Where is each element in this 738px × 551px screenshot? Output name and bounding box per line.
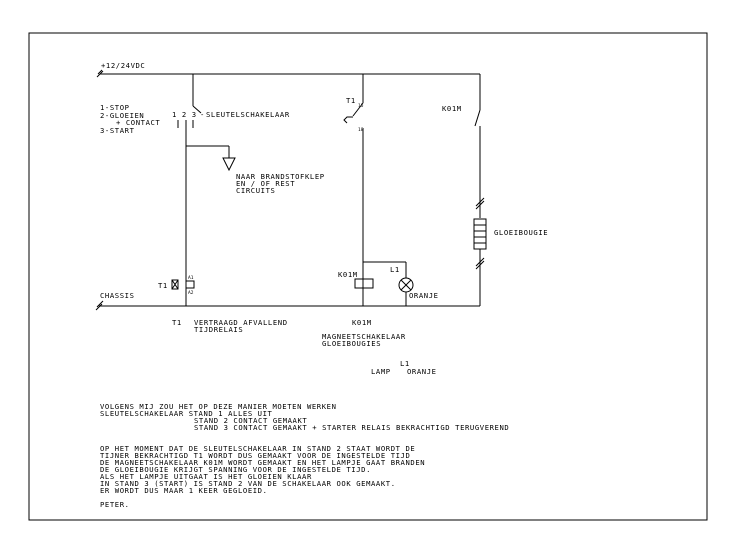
stand-intro: VOLGENS MIJ ZOU HET OP DEZE MANIER MOETE…	[100, 402, 337, 411]
explanation-line-6: IN STAND 3 (START) IS STAND 2 VAN DE SCH…	[100, 479, 396, 488]
legend-t1-desc-2: TIJDRELAIS	[194, 325, 243, 334]
t1-contact-tag: T1	[346, 96, 356, 105]
glow-plug-label: GLOEIBOUGIE	[494, 228, 548, 237]
mode-3: 3-START	[100, 126, 135, 135]
t1-timer-coil	[171, 279, 195, 290]
fuel-valve-label-2: EN / OF REST	[236, 179, 295, 188]
k01m-contact	[474, 74, 481, 218]
explanation-line-2: TIJNER BEKRACHTIGD T1 WORDT DUS GEMAAKT …	[100, 451, 410, 460]
explanation-line-3: DE MAGNEETSCHAKELAAR K01M WORDT GEMAAKT …	[100, 458, 425, 467]
key-switch	[177, 74, 202, 306]
stand-3: STAND 3 CONTACT GEMAAKT + STARTER RELAIS…	[194, 423, 509, 432]
legend-lamp-word: LAMP	[371, 367, 391, 376]
lamp-tag: L1	[390, 265, 400, 274]
supply-rail	[96, 69, 480, 78]
signature: PETER.	[100, 500, 130, 509]
k01m-contact-tag: K01M	[442, 104, 462, 113]
k01m-coil	[354, 261, 407, 306]
explanation-line-7: ER WORDT DUS MAAR 1 KEER GEGLOEID.	[100, 486, 268, 495]
legend-lamp-tag: L1	[400, 359, 410, 368]
supply-label: +12/24VDC	[101, 61, 145, 70]
fuel-valve-label-3: CIRCUITS	[236, 186, 275, 195]
legend-lamp-color: ORANJE	[407, 367, 437, 376]
switch-arrow: -	[200, 110, 205, 119]
mode-2-contact: + CONTACT	[116, 118, 160, 127]
stand-2: STAND 2 CONTACT GEMAAKT	[194, 416, 307, 425]
lamp-color: ORANJE	[409, 291, 439, 300]
chassis-rail	[95, 300, 480, 311]
lamp-l1	[398, 277, 414, 293]
legend-k01m-desc-1: MAGNEETSCHAKELAAR	[322, 332, 406, 341]
switch-label: SLEUTELSCHAKELAAR	[206, 110, 290, 119]
mode-2: 2-GLOEIEN	[100, 111, 144, 120]
t1-contact	[343, 74, 364, 306]
explanation-line-4: DE GLOEIBOUGIE KRIJGT SPANNING VOOR DE I…	[100, 465, 371, 474]
fuel-valve-label-1: NAAR BRANDSTOFKLEP	[236, 172, 325, 181]
drawing-frame	[28, 32, 708, 521]
t1-coil-a1: A1	[188, 275, 194, 281]
legend-t1-desc-1: VERTRAAGD AFVALLEND	[194, 318, 288, 327]
explanation-line-1: OP HET MOMENT DAT DE SLEUTELSCHAKELAAR I…	[100, 444, 415, 453]
switch-positions: 1 2 3	[172, 110, 197, 119]
t1-pin-15: 15	[358, 103, 364, 109]
stand-1: SLEUTELSCHAKELAAR STAND 1 ALLES UIT	[100, 409, 273, 418]
legend-k01m-desc-2: GLOEIBOUGIES	[322, 339, 381, 348]
legend-k01m-tag: K01M	[352, 318, 372, 327]
k01m-coil-tag: K01M	[338, 270, 358, 279]
t1-coil-a2: A2	[188, 290, 194, 296]
fuel-valve-branch	[186, 145, 236, 172]
t1-pin-18: 18	[358, 127, 364, 133]
t1-coil-tag: T1	[158, 281, 168, 290]
legend-t1-tag: T1	[172, 318, 182, 327]
chassis-label: CHASSIS	[100, 291, 135, 300]
mode-1: 1-STOP	[100, 103, 130, 112]
glow-plug	[473, 197, 487, 306]
explanation-line-5: ALS HET LAMPJE UITGAAT IS HET GLOEIEN KL…	[100, 472, 312, 481]
